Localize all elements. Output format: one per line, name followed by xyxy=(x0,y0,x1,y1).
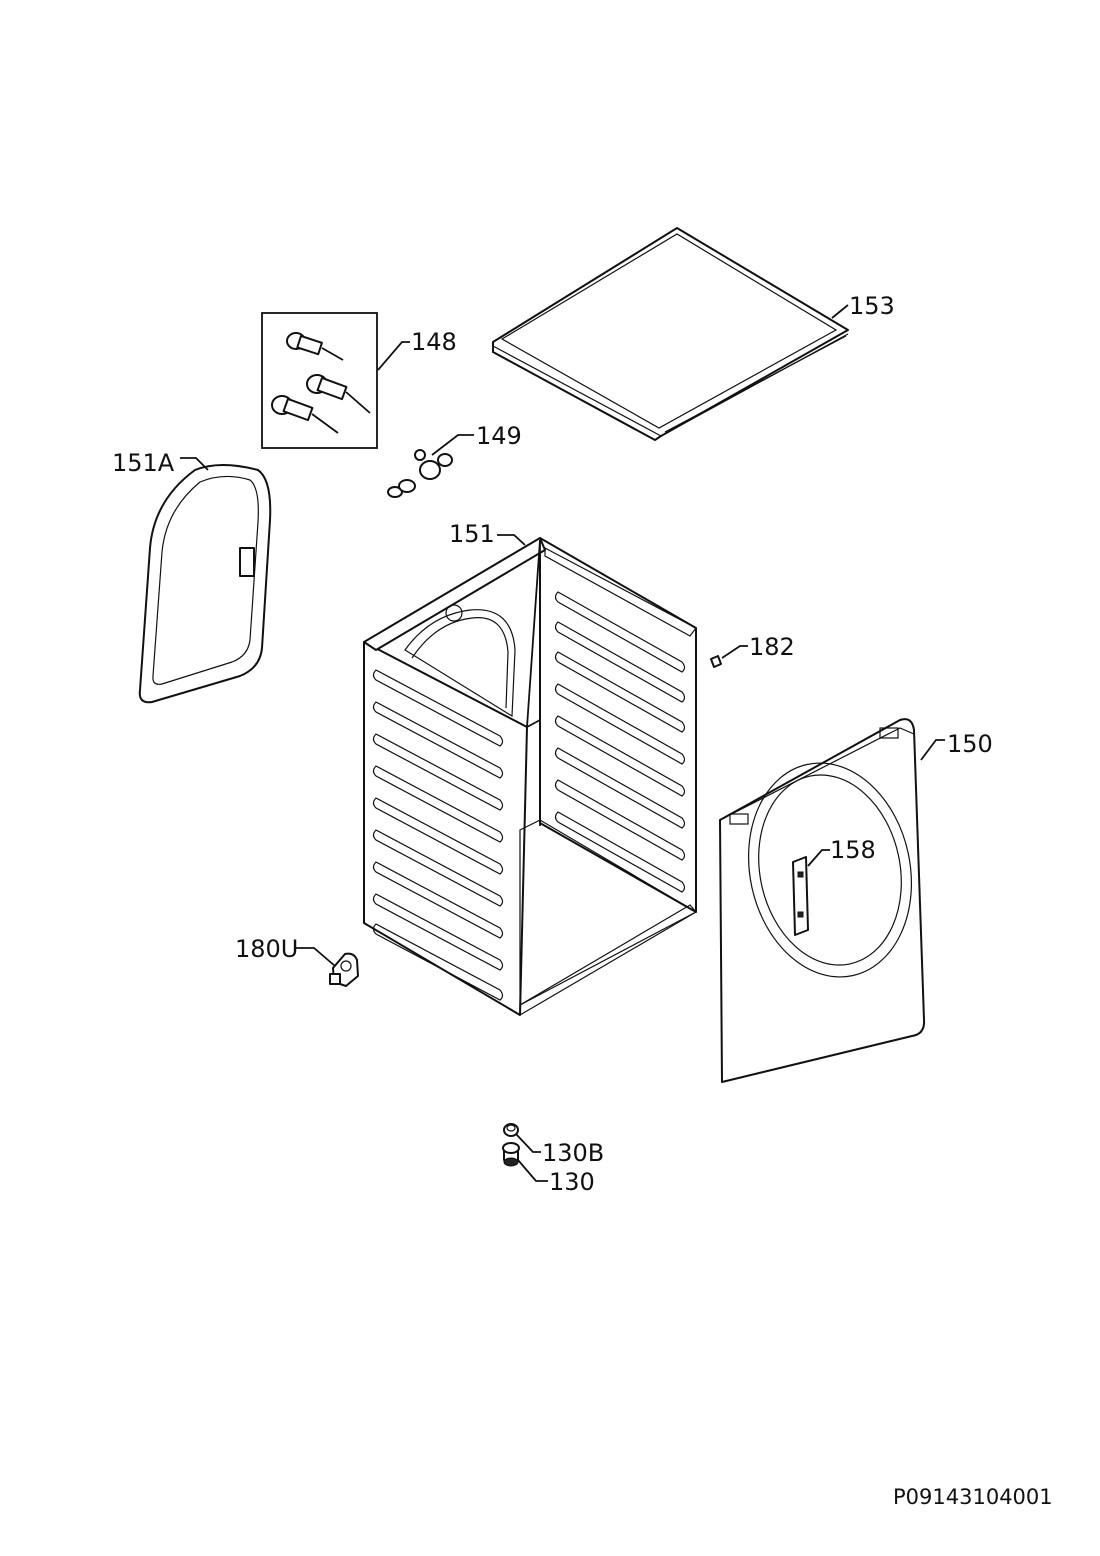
label-148: 148 xyxy=(411,328,457,356)
label-153: 153 xyxy=(849,292,895,320)
clip-part-182 xyxy=(710,655,722,668)
hinge-plate-part-158 xyxy=(792,856,809,936)
label-158: 158 xyxy=(830,836,876,864)
foot-nut-part-130B xyxy=(503,1123,519,1137)
lock-part-180U xyxy=(329,952,359,987)
label-149: 149 xyxy=(476,422,522,450)
label-130B: 130B xyxy=(542,1139,604,1167)
label-151: 151 xyxy=(449,520,495,548)
rear-frame-part-151A xyxy=(138,464,272,704)
label-180U: 180U xyxy=(235,935,298,963)
top-cover-part-153 xyxy=(492,227,849,441)
label-151A: 151A xyxy=(112,449,175,477)
document-code: P09143104001 xyxy=(893,1485,1053,1509)
transit-bolts-part-148 xyxy=(261,312,378,449)
label-130: 130 xyxy=(549,1168,595,1196)
foot-part-130 xyxy=(502,1142,520,1167)
label-182: 182 xyxy=(749,633,795,661)
caps-part-149 xyxy=(387,449,453,498)
cabinet-part-151 xyxy=(363,537,698,1017)
label-150: 150 xyxy=(947,730,993,758)
front-panel-part-150 xyxy=(719,718,926,1083)
